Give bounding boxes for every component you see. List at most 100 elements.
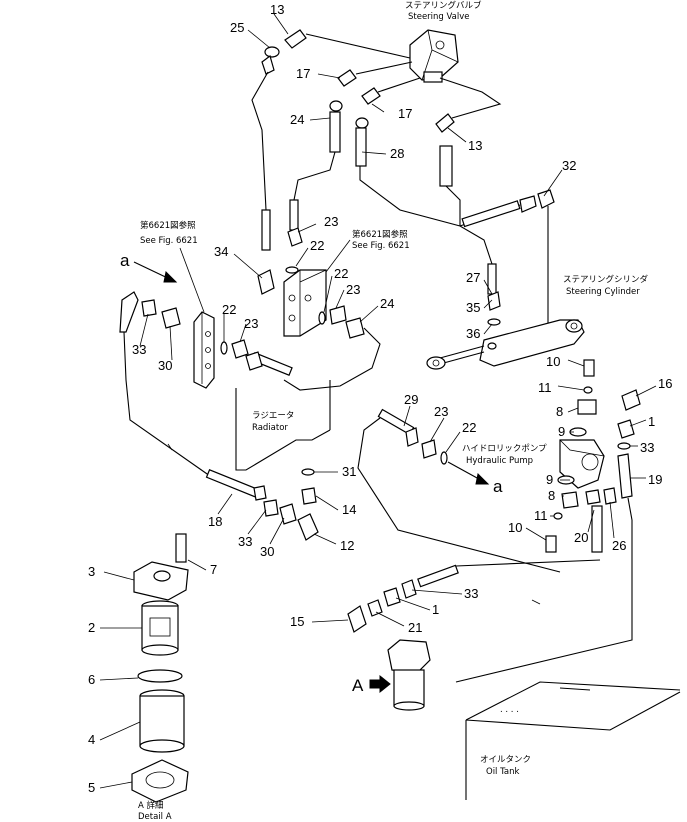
filter-head-3 bbox=[133, 533, 189, 601]
bracket-left bbox=[193, 311, 215, 389]
fitting-13-top bbox=[284, 29, 411, 59]
callout-34: 34 bbox=[214, 244, 228, 259]
fitting-33-30-left bbox=[141, 299, 181, 329]
ref-A-label: A bbox=[352, 676, 364, 695]
callout-24: 24 bbox=[380, 296, 394, 311]
callout-numbers: 13 25 17 17 24 13 28 32 23 22 34 22 23 2… bbox=[88, 2, 672, 795]
see-fig-right-en: See Fig. 6621 bbox=[352, 241, 410, 251]
callout-33: 33 bbox=[640, 440, 654, 455]
hydraulic-pump-label-en: Hydraulic Pump bbox=[466, 456, 533, 466]
fitting-33-30-lower bbox=[263, 499, 297, 525]
callout-1: 1 bbox=[648, 414, 655, 429]
callout-5: 5 bbox=[88, 780, 95, 795]
callout-23: 23 bbox=[346, 282, 360, 297]
callout-6: 6 bbox=[88, 672, 95, 687]
fitting-22-23-left bbox=[220, 339, 249, 359]
fitting-14 bbox=[301, 487, 317, 505]
fitting-22-23-right bbox=[318, 305, 347, 325]
fitting-35 bbox=[487, 291, 501, 311]
callout-4: 4 bbox=[88, 732, 95, 747]
callout-33: 33 bbox=[132, 342, 146, 357]
tank-fittings bbox=[347, 559, 601, 633]
hose-24-lower bbox=[245, 317, 381, 391]
fitting-23-upper bbox=[287, 227, 303, 247]
oring-36 bbox=[487, 318, 501, 326]
elbow-12 bbox=[297, 513, 319, 541]
gasket-5 bbox=[131, 759, 189, 803]
callout-9: 9 bbox=[558, 424, 565, 439]
callout-13: 13 bbox=[270, 2, 284, 17]
callout-24: 24 bbox=[290, 112, 304, 127]
ref-a-right-arrow-icon bbox=[475, 472, 490, 485]
oil-tank-label-jp: オイルタンク bbox=[480, 755, 531, 765]
oil-tank-label-en: Oil Tank bbox=[486, 767, 519, 777]
callout-23: 23 bbox=[434, 404, 448, 419]
tank-filter bbox=[387, 639, 431, 711]
callout-36: 36 bbox=[466, 326, 480, 341]
steering-valve-label-jp: ステアリングバルブ bbox=[405, 0, 482, 11]
radiator-label-jp: ラジエータ bbox=[252, 411, 294, 421]
callout-33: 33 bbox=[238, 534, 252, 549]
callout-1: 1 bbox=[432, 602, 439, 617]
hose-18 bbox=[119, 291, 267, 501]
fitting-32 bbox=[537, 189, 555, 330]
callout-20: 20 bbox=[574, 530, 588, 545]
ref-a-left-arrow-icon bbox=[163, 270, 178, 283]
hydraulic-pump-label-jp: ハイドロリックポンプ bbox=[462, 444, 547, 454]
callout-28: 28 bbox=[390, 146, 404, 161]
pump-fittings-upper bbox=[569, 359, 597, 437]
callout-32: 32 bbox=[562, 158, 576, 173]
hose-28 bbox=[355, 117, 497, 295]
oring-6 bbox=[137, 669, 183, 683]
callout-29: 29 bbox=[404, 392, 418, 407]
hose-29 bbox=[357, 408, 561, 573]
see-fig-left-jp: 第6621図参照 bbox=[140, 220, 196, 231]
callout-10: 10 bbox=[546, 354, 560, 369]
callout-3: 3 bbox=[88, 564, 95, 579]
fitting-17-upper bbox=[337, 61, 413, 87]
callout-30: 30 bbox=[158, 358, 172, 373]
callout-11: 11 bbox=[538, 380, 552, 395]
callout-14: 14 bbox=[342, 502, 356, 517]
filter-element-2 bbox=[141, 600, 179, 656]
ref-a-right-label: a bbox=[493, 477, 503, 496]
fittings-20-26 bbox=[585, 487, 617, 553]
steering-valve-label-en: Steering Valve bbox=[408, 12, 470, 22]
see-fig-right-jp: 第6621図参照 bbox=[352, 229, 408, 240]
callout-23: 23 bbox=[324, 214, 338, 229]
steering-cylinder-label-en: Steering Cylinder bbox=[566, 287, 640, 297]
callout-31: 31 bbox=[342, 464, 356, 479]
hose-13-to-32 bbox=[439, 145, 537, 228]
ref-A-arrow-icon bbox=[369, 674, 391, 694]
callout-22: 22 bbox=[462, 420, 476, 435]
callout-8: 8 bbox=[548, 488, 555, 503]
fitting-34 bbox=[257, 269, 275, 295]
detail-label-en: Detail A bbox=[138, 812, 172, 822]
callout-7: 7 bbox=[210, 562, 217, 577]
steering-cylinder bbox=[426, 319, 585, 370]
detail-label-jp: A 詳細 bbox=[138, 800, 164, 811]
callout-26: 26 bbox=[612, 538, 626, 553]
oring-31 bbox=[301, 468, 315, 476]
callout-22: 22 bbox=[334, 266, 348, 281]
oil-tank: . . . . bbox=[465, 681, 681, 800]
callout-25: 25 bbox=[230, 20, 244, 35]
svg-text:. . . .: . . . . bbox=[500, 705, 519, 715]
ref-a-left-label: a bbox=[120, 251, 130, 270]
see-fig-left-en: See Fig. 6621 bbox=[140, 236, 198, 246]
radiator-label-en: Radiator bbox=[252, 423, 288, 433]
callout-30: 30 bbox=[260, 544, 274, 559]
bracket-center bbox=[283, 269, 327, 337]
hose-25 bbox=[251, 46, 280, 251]
callout-21: 21 bbox=[408, 620, 422, 635]
callout-13: 13 bbox=[468, 138, 482, 153]
callout-10: 10 bbox=[508, 520, 522, 535]
callout-12: 12 bbox=[340, 538, 354, 553]
callout-11: 11 bbox=[534, 508, 548, 523]
callout-35: 35 bbox=[466, 300, 480, 315]
fitting-17-lower bbox=[361, 77, 421, 105]
callout-19: 19 bbox=[648, 472, 662, 487]
callout-22: 22 bbox=[222, 302, 236, 317]
steering-cylinder-label-jp: ステアリングシリンダ bbox=[563, 274, 649, 285]
fitting-13-right bbox=[435, 77, 502, 133]
